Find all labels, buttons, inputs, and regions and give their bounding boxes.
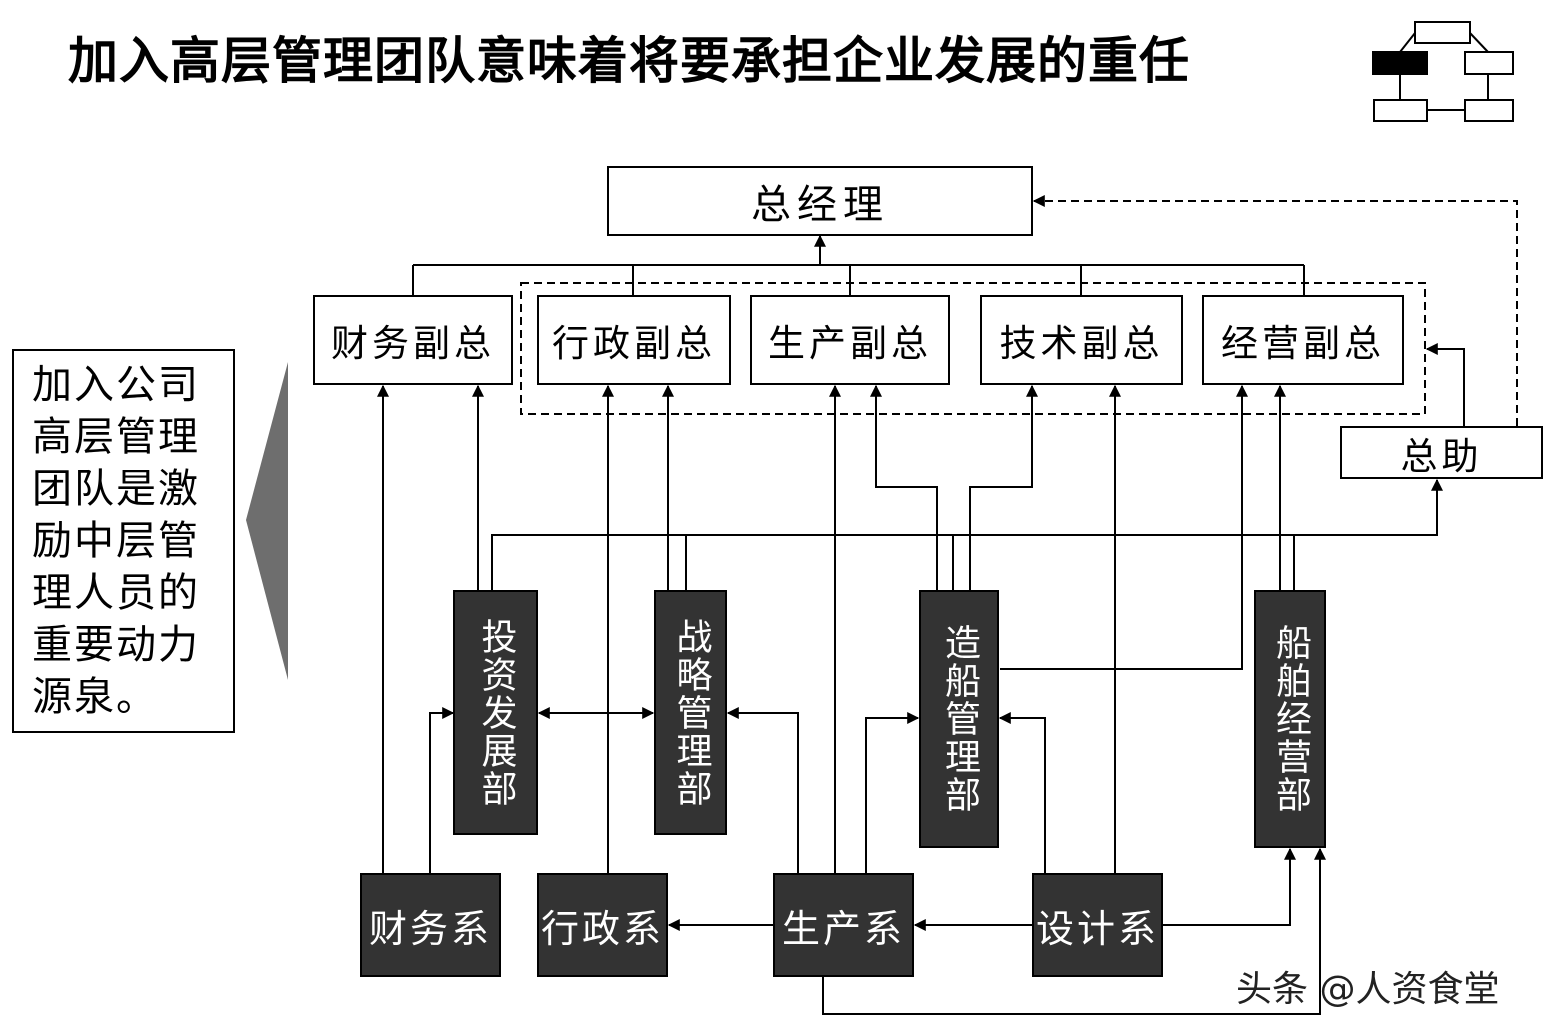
- org-structure-icon: [1372, 21, 1514, 122]
- vp-business-box: 经营副总: [1202, 295, 1404, 385]
- dept-ship-business-box: 船舶经营部: [1254, 590, 1326, 848]
- dept-shipbuilding-box: 造船管理部: [919, 590, 999, 848]
- dept-investment-box: 投资发展部: [453, 590, 538, 835]
- vp-admin-box: 行政副总: [537, 295, 731, 385]
- sys-design-box: 设计系: [1032, 873, 1163, 977]
- sys-finance-box: 财务系: [360, 873, 501, 977]
- dept-ship-business-label: 船舶经营部: [1270, 624, 1311, 814]
- vp-production-box: 生产副总: [750, 295, 950, 385]
- assistant-gm-box: 总助: [1340, 426, 1543, 479]
- slide-title: 加入高层管理团队意味着将要承担企业发展的重任: [68, 31, 1190, 90]
- sys-admin-box: 行政系: [537, 873, 668, 977]
- vp-tech-box: 技术副总: [980, 295, 1183, 385]
- dept-strategy-box: 战略管理部: [654, 590, 727, 835]
- vp-dashed-group: [520, 282, 1426, 415]
- general-manager-box: 总经理: [607, 166, 1033, 236]
- dept-strategy-label: 战略管理部: [670, 617, 712, 808]
- vp-finance-box: 财务副总: [313, 295, 513, 385]
- watermark: 头条 @人资食堂: [1236, 969, 1500, 1010]
- sys-production-box: 生产系: [773, 873, 914, 977]
- pointer-triangle: [246, 362, 288, 680]
- dept-investment-label: 投资发展部: [475, 617, 517, 808]
- note-box: 加入公司高层管理团队是激励中层管理人员的重要动力源泉。: [12, 349, 235, 733]
- dept-shipbuilding-label: 造船管理部: [939, 624, 980, 814]
